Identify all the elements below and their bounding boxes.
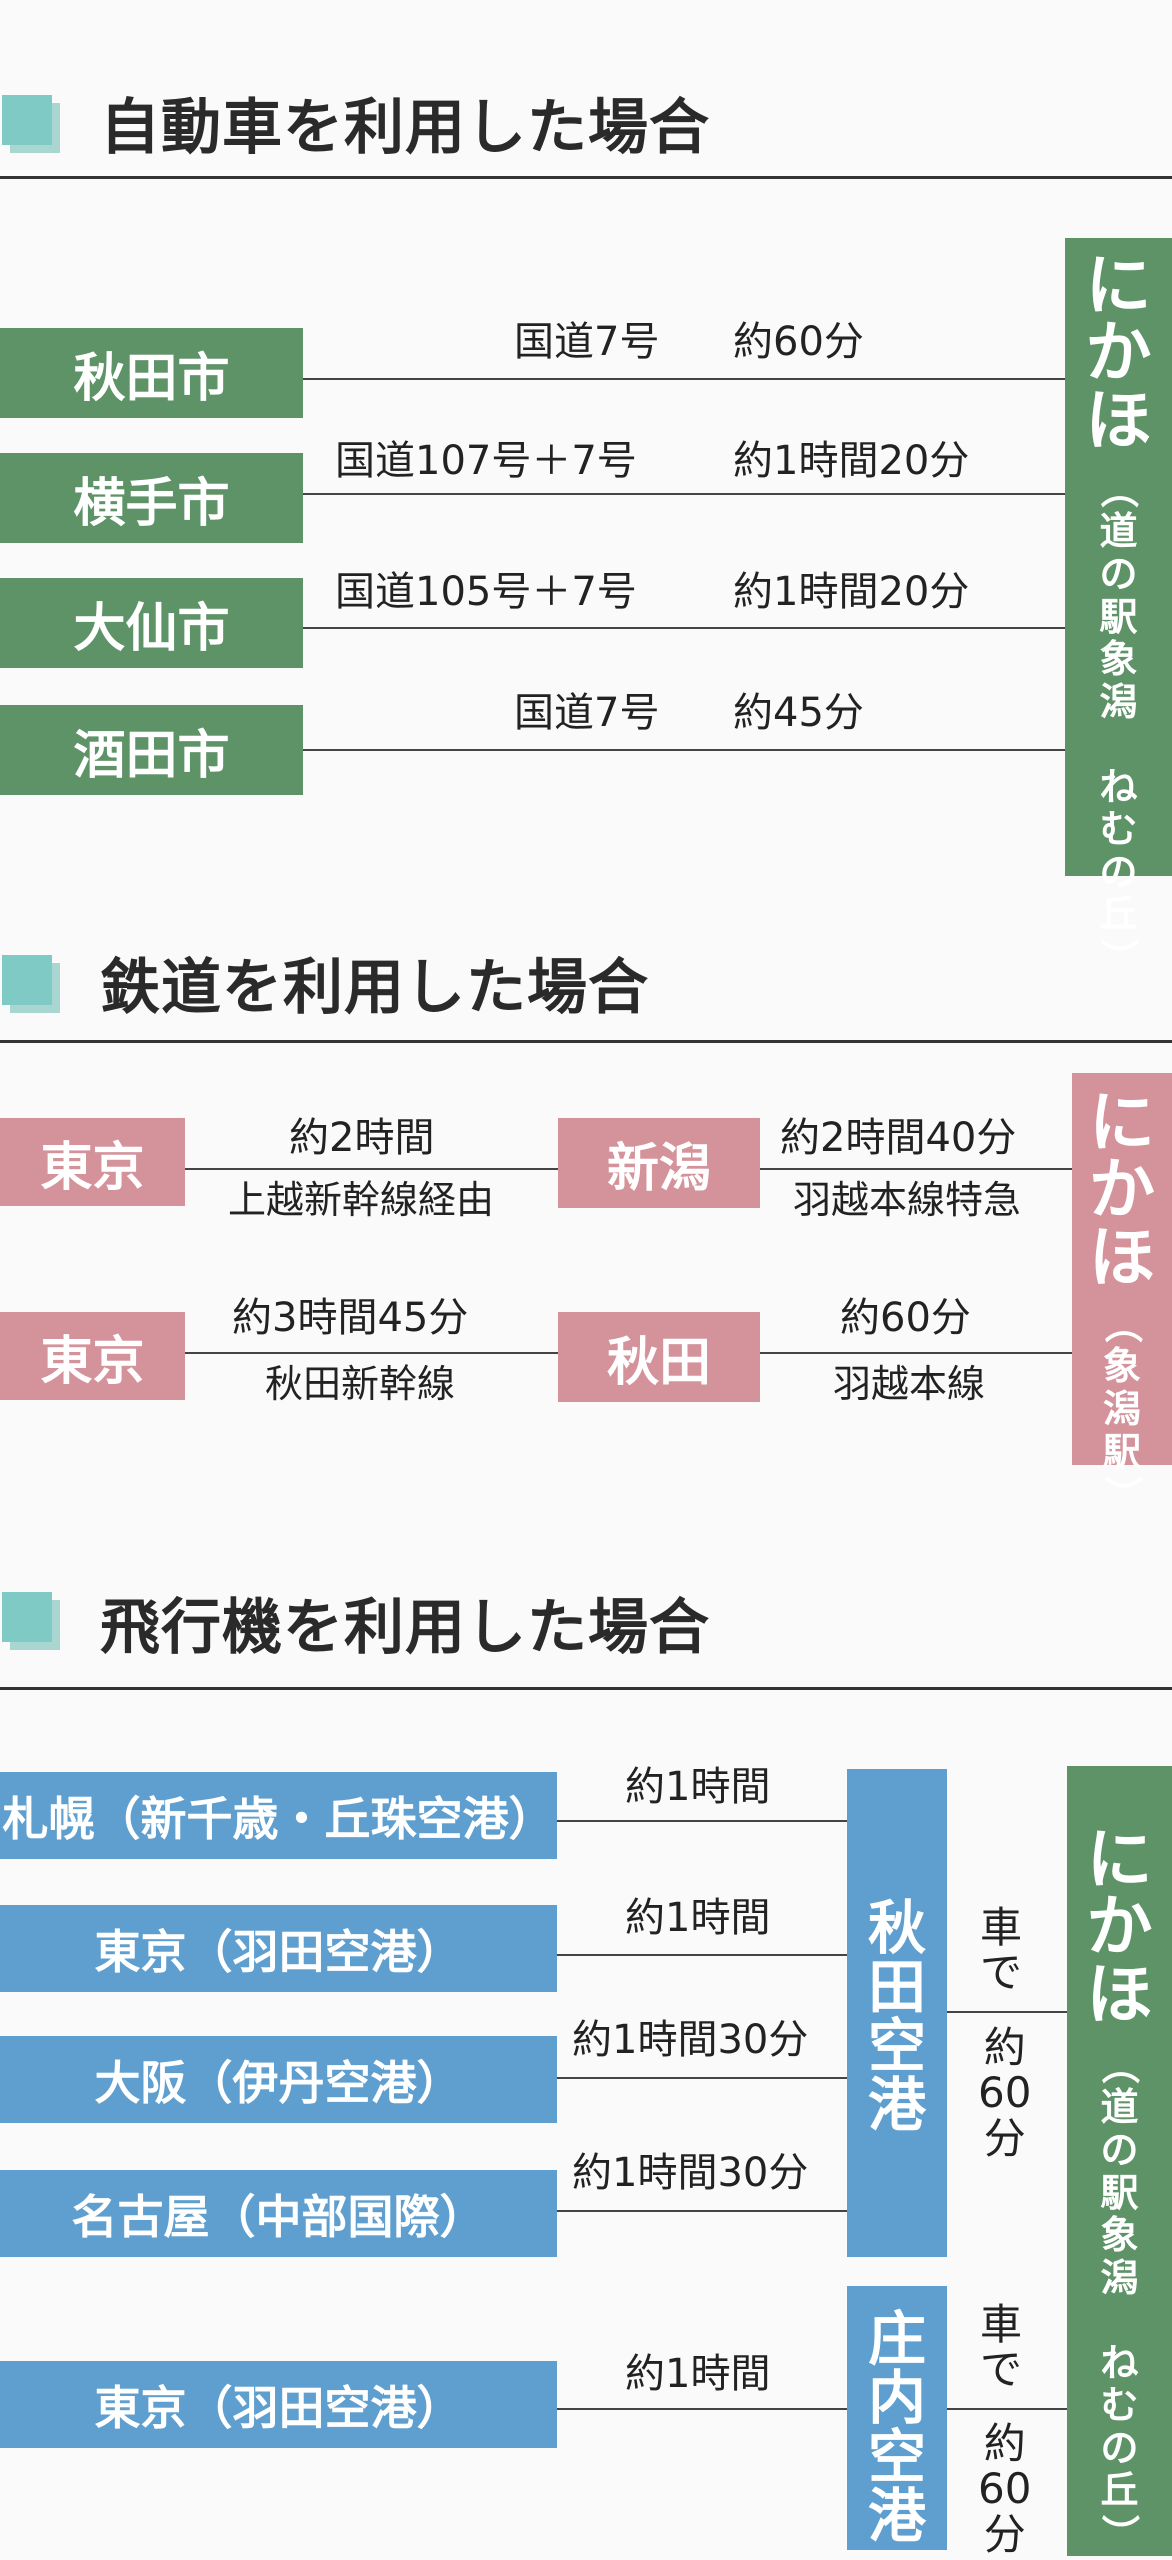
rail-destination-nikaho: にかほ （ 象潟駅 ） [1072, 1073, 1172, 1513]
air-section-title: 飛行機を利用した場合 [100, 1593, 710, 1663]
car-section-title: 自動車を利用した場合 [100, 93, 710, 163]
rail-line-label: 羽越本線特急 [793, 1178, 1022, 1222]
rail-route-line [760, 1168, 1072, 1170]
air-car-label: 車で [980, 1903, 1023, 1998]
rail-route-line [185, 1352, 558, 1354]
section-marker-icon [2, 955, 60, 1013]
air-shonai-airport: 庄内空港 [847, 2286, 947, 2550]
car-road-label: 国道7号 [514, 319, 660, 365]
rail-section-title: 鉄道を利用した場合 [100, 953, 649, 1023]
car-destination-nikaho: にかほ （ 道の駅 象潟 ねむの 丘 ） [1065, 238, 1172, 976]
car-route-line [303, 378, 1065, 380]
air-origin-tokyo-haneda: 東京（羽田空港） [0, 2361, 557, 2448]
car-route-line [303, 749, 1065, 751]
air-time-label: 約1時間30分 [572, 2017, 809, 2063]
air-time-label: 約1時間 [625, 1895, 771, 1941]
air-time-label: 約1時間30分 [572, 2150, 809, 2196]
air-origin-tokyo-haneda: 東京（羽田空港） [0, 1905, 557, 1992]
section-divider [0, 176, 1172, 179]
rail-route-line [185, 1168, 558, 1170]
car-route-line [303, 627, 1065, 629]
section-divider [0, 1040, 1172, 1043]
air-route-line [557, 2077, 847, 2079]
rail-time-label: 約60分 [840, 1295, 971, 1341]
section-marker-icon [2, 1592, 60, 1650]
rail-time-label: 約3時間45分 [232, 1295, 469, 1341]
section-divider [0, 1687, 1172, 1690]
car-road-label: 国道105号＋7号 [335, 569, 637, 615]
air-car-line [947, 2408, 1067, 2410]
air-destination-nikaho: にかほ （ 道の駅 象潟 ねむの 丘 ） [1067, 1766, 1172, 2556]
car-time-label: 約45分 [733, 690, 864, 736]
car-road-label: 国道107号＋7号 [335, 438, 637, 484]
rail-line-label: 秋田新幹線 [265, 1362, 456, 1406]
car-time-label: 約60分 [733, 319, 864, 365]
rail-line-label: 羽越本線 [833, 1362, 986, 1406]
air-origin-nagoya-chubu: 名古屋（中部国際） [0, 2170, 557, 2257]
air-origin-osaka-itami: 大阪（伊丹空港） [0, 2036, 557, 2123]
rail-via-akita: 秋田 [558, 1312, 760, 1402]
car-origin-sakata: 酒田市 [0, 705, 303, 795]
air-route-line [557, 1954, 847, 1956]
air-route-line [557, 2408, 847, 2410]
air-akita-airport: 秋田空港 [847, 1769, 947, 2257]
car-route-line [303, 493, 1065, 495]
car-origin-daisen: 大仙市 [0, 578, 303, 668]
air-time-label: 約1時間 [625, 1764, 771, 1810]
rail-route-line [760, 1352, 1072, 1354]
rail-via-niigata: 新潟 [558, 1118, 760, 1208]
air-route-line [557, 2210, 847, 2212]
section-marker-icon [2, 95, 60, 153]
rail-time-label: 約2時間40分 [780, 1115, 1017, 1161]
car-road-label: 国道7号 [514, 690, 660, 736]
car-time-label: 約1時間20分 [733, 569, 970, 615]
car-origin-yokote: 横手市 [0, 453, 303, 543]
air-car-line [947, 2011, 1067, 2013]
rail-origin-tokyo: 東京 [0, 1312, 185, 1400]
rail-line-label: 上越新幹線経由 [228, 1178, 495, 1222]
car-time-label: 約1時間20分 [733, 438, 970, 484]
rail-origin-tokyo: 東京 [0, 1118, 185, 1206]
car-origin-akita: 秋田市 [0, 328, 303, 418]
air-car-label: 車で [980, 2300, 1023, 2395]
air-origin-sapporo: 札幌（新千歳・丘珠空港） [0, 1772, 557, 1859]
rail-time-label: 約2時間 [289, 1115, 435, 1161]
air-route-line [557, 1820, 847, 1822]
air-time-label: 約1時間 [625, 2351, 771, 2397]
